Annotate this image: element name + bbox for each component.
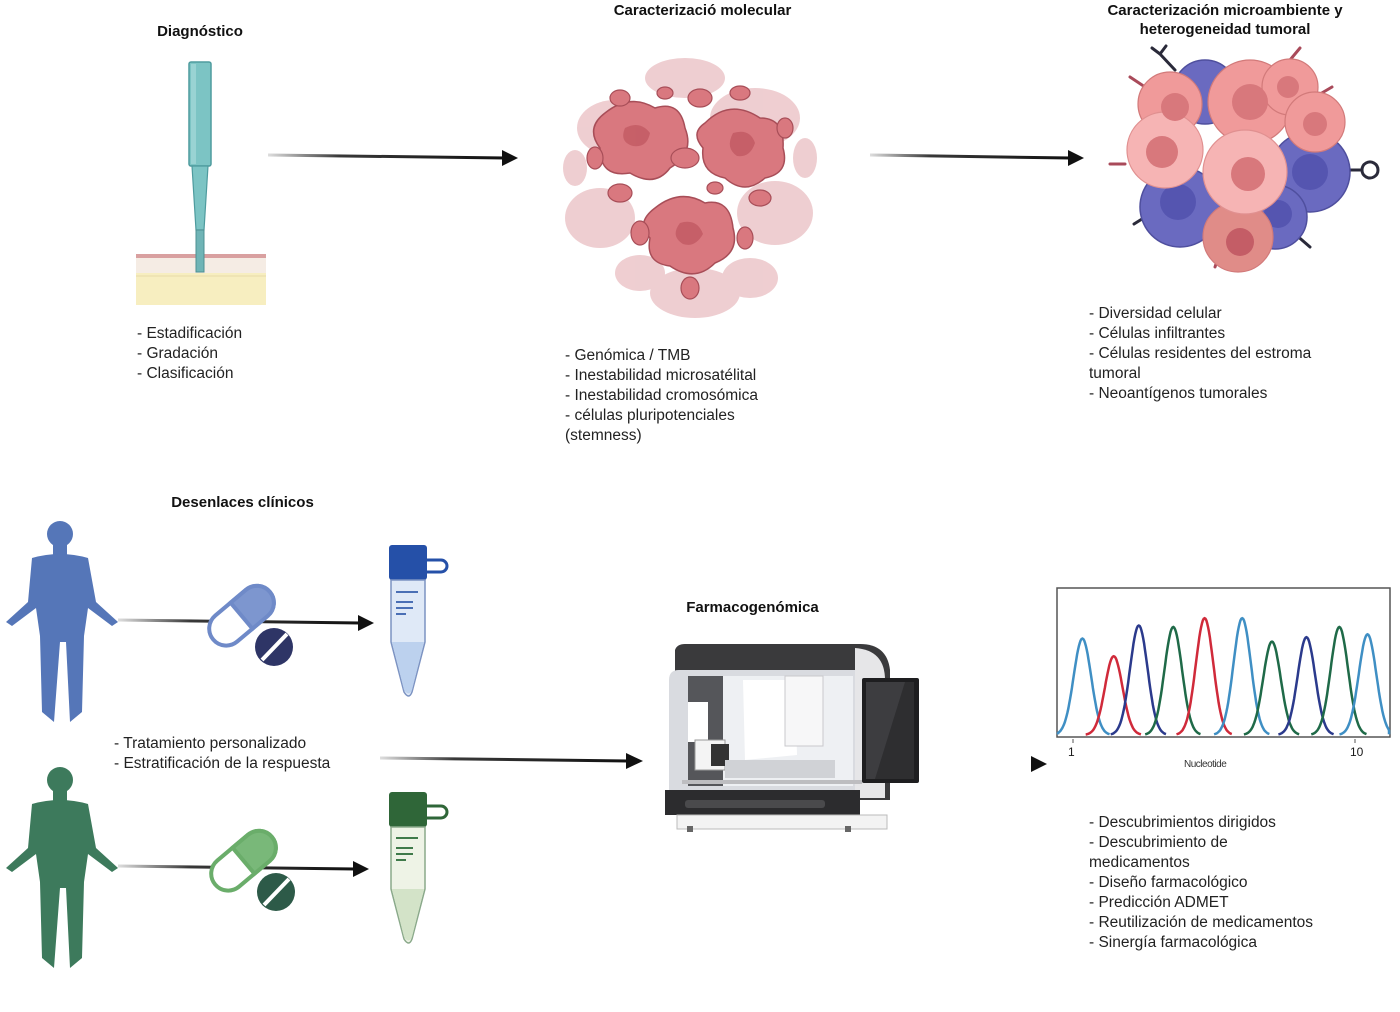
patient-row-b xyxy=(0,762,460,977)
chromatogram-peak-peak-1 xyxy=(1056,637,1110,736)
list-item: - Clasificación xyxy=(137,365,234,382)
list-item: - Inestabilidad cromosómica xyxy=(565,387,758,404)
chromatogram-chart: 1 10 Nucleotide xyxy=(1056,587,1392,777)
tumor-tissue-icon xyxy=(563,58,817,318)
tablet-icon xyxy=(255,628,293,666)
human-figure-icon xyxy=(6,521,118,722)
sample-tube-icon xyxy=(389,545,449,697)
chromatogram-peak-peak-4 xyxy=(1144,625,1201,736)
list-item: - Tratamiento personalizado xyxy=(114,735,307,752)
human-figure-icon xyxy=(6,767,118,968)
x-tick-label: 1 xyxy=(1068,745,1075,759)
sample-tube-icon xyxy=(389,792,449,944)
list-item: - Neoantígenos tumorales xyxy=(1089,385,1268,402)
patient-drug-sample-icon xyxy=(6,767,449,968)
chromatogram-peak-peak-7 xyxy=(1243,640,1300,736)
title-line-1: Caracterización microambiente y xyxy=(1107,2,1343,19)
tablet-icon xyxy=(257,873,295,911)
list-item: - Inestabilidad microsatélital xyxy=(565,367,757,384)
chromatogram-plot xyxy=(1056,587,1391,743)
x-axis-label: Nucleotide xyxy=(1184,759,1227,770)
plot-frame xyxy=(1056,587,1391,738)
patient-drug-sample-icon xyxy=(6,521,449,722)
sequencer-machine-icon xyxy=(665,644,919,832)
arrow-desenlaces-to-farmacogenomica xyxy=(379,753,643,769)
stage-title-desenlaces: Desenlaces clínicos xyxy=(171,494,314,511)
list-item: - Diseño farmacológico xyxy=(1089,874,1248,891)
list-item: - Gradación xyxy=(137,345,218,362)
stage-title-diagnostico: Diagnóstico xyxy=(157,23,243,40)
desenlaces-list: - Tratamiento personalizado - Estratific… xyxy=(114,734,330,774)
capsule-icon xyxy=(207,583,276,648)
x-tick-label: 10 xyxy=(1350,745,1364,759)
microambiente-list: - Diversidad celular - Células infiltran… xyxy=(1089,304,1311,404)
list-item: - Células infiltrantes xyxy=(1089,325,1226,342)
list-item: medicamentos xyxy=(1089,854,1190,871)
chromatogram-peak-peak-5 xyxy=(1176,616,1233,736)
stage-title-molecular: Caracterizació molecular xyxy=(613,2,792,19)
list-item: - células pluripotenciales xyxy=(565,407,735,424)
descubrimiento-list: - Descubrimientos dirigidos - Descubrimi… xyxy=(1089,813,1313,953)
arrow-molecular-to-microambiente xyxy=(869,150,1084,166)
patient-row-a xyxy=(0,512,460,727)
list-item: - Descubrimiento de xyxy=(1089,834,1228,851)
list-item: - Diversidad celular xyxy=(1089,305,1222,322)
biopsy-punch-icon xyxy=(136,61,266,305)
list-item: - Reutilización de medicamentos xyxy=(1089,914,1313,931)
chromatogram-peak-peak-6 xyxy=(1213,616,1270,736)
chromatogram-peak-peak-9 xyxy=(1310,625,1367,736)
capsule-icon xyxy=(209,828,278,893)
chromatogram-peak-peak-3 xyxy=(1110,624,1167,736)
list-item: (stemness) xyxy=(565,427,642,444)
list-item: - Sinergía farmacológica xyxy=(1089,934,1257,951)
title-line-2: heterogeneidad tumoral xyxy=(1139,21,1311,38)
list-item: - Genómica / TMB xyxy=(565,347,691,364)
list-item: - Descubrimientos dirigidos xyxy=(1089,814,1276,831)
molecular-list: - Genómica / TMB - Inestabilidad microsa… xyxy=(565,346,758,446)
list-item: - Estadificación xyxy=(137,325,243,342)
arrow-farmacogenomica-to-chart xyxy=(932,756,1047,772)
chromatogram-peak-peak-10 xyxy=(1339,632,1391,736)
cell-cluster-icon xyxy=(1108,44,1380,273)
stage-title-microambiente: Caracterización microambiente y heteroge… xyxy=(1080,1,1370,39)
chromatogram-peak-peak-2 xyxy=(1085,654,1142,736)
arrow-diagnostico-to-molecular xyxy=(267,150,518,166)
list-item: - Estratificación de la respuesta xyxy=(114,755,331,772)
chromatogram-peak-peak-8 xyxy=(1278,635,1335,736)
list-item: - Células residentes del estroma xyxy=(1089,345,1312,362)
diagnostico-list: - Estadificación - Gradación - Clasifica… xyxy=(137,324,242,384)
list-item: - Predicción ADMET xyxy=(1089,894,1229,911)
list-item: tumoral xyxy=(1089,365,1141,382)
stage-title-farmacogenomica: Farmacogenómica xyxy=(686,599,819,616)
peaks-group xyxy=(1056,616,1391,736)
